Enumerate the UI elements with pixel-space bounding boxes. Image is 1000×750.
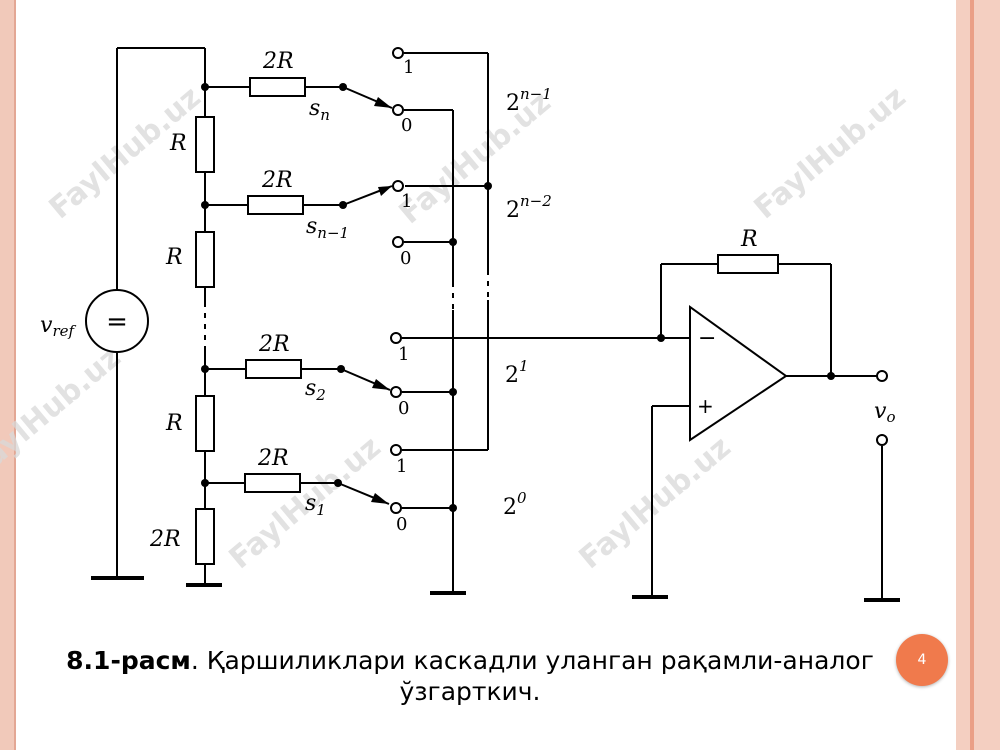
terminal-label-0: 0: [396, 514, 407, 535]
opamp-minus-sign: −: [698, 326, 716, 351]
terminal-label-0: 0: [398, 398, 409, 419]
resistors: [195, 77, 779, 565]
label-r-2: R: [165, 245, 183, 270]
voltage-source-symbol: =: [106, 307, 128, 337]
resistor-2r-s2: [245, 359, 302, 379]
weight-label-2-0: 20: [503, 489, 527, 520]
label-vo: vo: [874, 399, 895, 426]
terminal-label-1: 1: [403, 57, 414, 78]
wires: [116, 47, 883, 598]
junction-dots: [201, 83, 835, 512]
right-border-stripe: [970, 0, 974, 750]
resistor-r-2: [195, 231, 215, 288]
opamp-plus-sign: +: [697, 394, 714, 418]
figure-caption: 8.1-расм. Қаршиликлари каскадли уланган …: [60, 645, 880, 707]
resistor-2r-s1: [244, 473, 301, 493]
label-2r-s1: 2R: [257, 446, 289, 471]
terminal-label-1: 1: [398, 344, 409, 365]
terminal-label-1: 1: [396, 456, 407, 477]
label-2r-s2: 2R: [258, 332, 290, 357]
right-border: [956, 0, 1000, 750]
switch-terminals: [390, 47, 888, 514]
weight-label-2-n-1: 2n−1: [506, 85, 552, 116]
resistor-2r-sn: [249, 77, 306, 97]
label-s2: s2: [305, 376, 326, 404]
continuation-dashes: [204, 270, 489, 350]
page-number-badge: 4: [896, 634, 948, 686]
watermark: FaylHub.uz: [0, 340, 128, 486]
resistor-feedback: [717, 254, 779, 274]
label-2r-sn: 2R: [262, 49, 294, 74]
left-border-line: [14, 0, 16, 750]
label-s1: s1: [305, 491, 326, 519]
resistor-r-3: [195, 395, 215, 452]
resistor-2r-sn1: [247, 195, 304, 215]
switch-arrowheads: [371, 97, 392, 504]
weight-label-2-n-2: 2n−2: [506, 192, 552, 223]
label-r-3: R: [165, 411, 183, 436]
label-2r-sn1: 2R: [261, 168, 293, 193]
ground-symbols: [91, 576, 900, 602]
label-sn: sn: [309, 96, 330, 124]
figure-number: 8.1-расм: [66, 646, 191, 675]
left-border: [0, 0, 14, 750]
voltage-source-icon: [85, 289, 149, 353]
watermark: FaylHub.uz: [573, 430, 738, 576]
terminal-label-0: 0: [400, 248, 411, 269]
label-r-1: R: [169, 131, 187, 156]
terminal-label-1: 1: [401, 191, 412, 212]
label-r-feedback: R: [740, 227, 758, 252]
label-sn1: sn−1: [306, 214, 349, 242]
weight-label-2-1: 21: [505, 357, 529, 388]
terminal-label-0: 0: [401, 115, 412, 136]
resistor-r-1: [195, 116, 215, 173]
label-vref: vref: [40, 313, 76, 340]
label-2r-bottom: 2R: [149, 527, 181, 552]
watermark: FaylHub.uz: [748, 80, 913, 226]
figure-caption-text: . Қаршиликлари каскадли уланган рақамли-…: [190, 646, 874, 706]
resistor-2r-bottom: [195, 508, 215, 565]
